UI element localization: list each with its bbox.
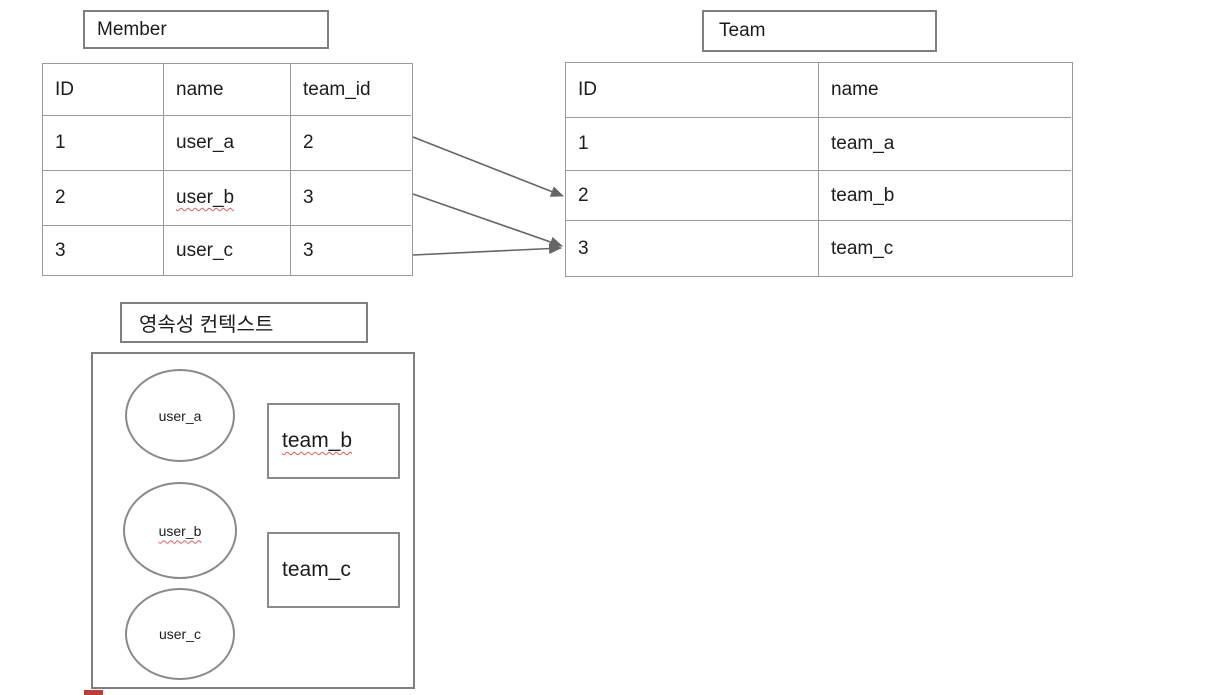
- team-cell-r1-id[interactable]: 1: [566, 118, 819, 171]
- team-cell-r2-id[interactable]: 2: [566, 171, 819, 221]
- entity-user-b-label: user_b: [158, 522, 202, 539]
- member-cell-r3-id-value: 3: [55, 239, 66, 261]
- team-cell-r2-name-value: team_b: [831, 184, 895, 206]
- member-cell-r3-team-id[interactable]: 3: [291, 226, 411, 275]
- team-cell-r1-id-value: 1: [578, 133, 589, 154]
- member-cell-r2-name-value: user_b: [176, 187, 235, 208]
- team-header-name-label: name: [831, 79, 879, 100]
- member-cell-r3-team-id-value: 3: [303, 239, 314, 261]
- member-header-team-id-label: team_id: [303, 78, 371, 100]
- team-header-id-label: ID: [578, 79, 597, 100]
- team-table[interactable]: ID name 1 team_a 2 team_b 3 team_c: [565, 62, 1073, 277]
- persistence-context-title-label: 영속성 컨텍스트: [139, 314, 274, 336]
- team-cell-r3-id[interactable]: 3: [566, 221, 819, 276]
- member-cell-r1-id[interactable]: 1: [43, 116, 164, 171]
- arrow-member2-to-team3: [412, 193, 563, 248]
- member-cell-r1-id-value: 1: [55, 132, 66, 153]
- team-title-label: Team: [719, 20, 766, 41]
- team-cell-r1-name[interactable]: team_a: [819, 118, 1071, 171]
- member-title-label: Member: [97, 18, 167, 40]
- member-cell-r3-id[interactable]: 3: [43, 226, 164, 275]
- member-header-name-label: name: [176, 78, 224, 100]
- entity-rect-team-c[interactable]: team_c: [267, 532, 400, 608]
- team-title-box[interactable]: Team: [702, 10, 937, 52]
- member-title-box[interactable]: Member: [83, 10, 329, 49]
- team-cell-r1-name-value: team_a: [831, 133, 895, 154]
- entity-team-c-label: team_c: [282, 558, 351, 581]
- member-header-id-label: ID: [55, 78, 74, 100]
- member-cell-r1-name[interactable]: user_a: [164, 116, 291, 171]
- team-header-name[interactable]: name: [819, 63, 1071, 118]
- arrow-member3-to-team3: [412, 243, 562, 256]
- entity-team-b-label: team_b: [282, 429, 353, 452]
- member-cell-r1-team-id[interactable]: 2: [291, 116, 411, 171]
- member-header-team-id[interactable]: team_id: [291, 64, 411, 116]
- member-header-name[interactable]: name: [164, 64, 291, 116]
- entity-circle-user-b[interactable]: user_b: [123, 482, 237, 579]
- member-header-id[interactable]: ID: [43, 64, 164, 116]
- entity-user-a-label: user_a: [158, 407, 202, 424]
- member-cell-r2-team-id-value: 3: [303, 187, 314, 208]
- member-cell-r2-name[interactable]: user_b: [164, 171, 291, 226]
- entity-rect-team-b[interactable]: team_b: [267, 403, 400, 479]
- entity-circle-user-c[interactable]: user_c: [125, 588, 235, 680]
- arrow-member1-to-team2: [412, 136, 564, 197]
- member-cell-r1-name-value: user_a: [176, 132, 235, 153]
- team-cell-r3-name-value: team_c: [831, 237, 894, 259]
- team-cell-r2-name[interactable]: team_b: [819, 171, 1071, 221]
- entity-user-c-label: user_c: [158, 626, 202, 642]
- persistence-context-title-box[interactable]: 영속성 컨텍스트: [120, 302, 368, 343]
- team-header-id[interactable]: ID: [566, 63, 819, 118]
- team-cell-r2-id-value: 2: [578, 184, 589, 206]
- member-cell-r3-name[interactable]: user_c: [164, 226, 291, 275]
- team-cell-r3-id-value: 3: [578, 237, 589, 259]
- team-cell-r3-name[interactable]: team_c: [819, 221, 1071, 276]
- member-cell-r3-name-value: user_c: [176, 239, 234, 261]
- member-cell-r1-team-id-value: 2: [303, 132, 314, 153]
- clipped-red-shape: [84, 690, 103, 695]
- entity-circle-user-a[interactable]: user_a: [125, 369, 235, 462]
- member-table[interactable]: ID name team_id 1 user_a 2 2 user_b 3 3 …: [42, 63, 413, 276]
- member-cell-r2-id[interactable]: 2: [43, 171, 164, 226]
- member-cell-r2-id-value: 2: [55, 187, 66, 208]
- member-cell-r2-team-id[interactable]: 3: [291, 171, 411, 226]
